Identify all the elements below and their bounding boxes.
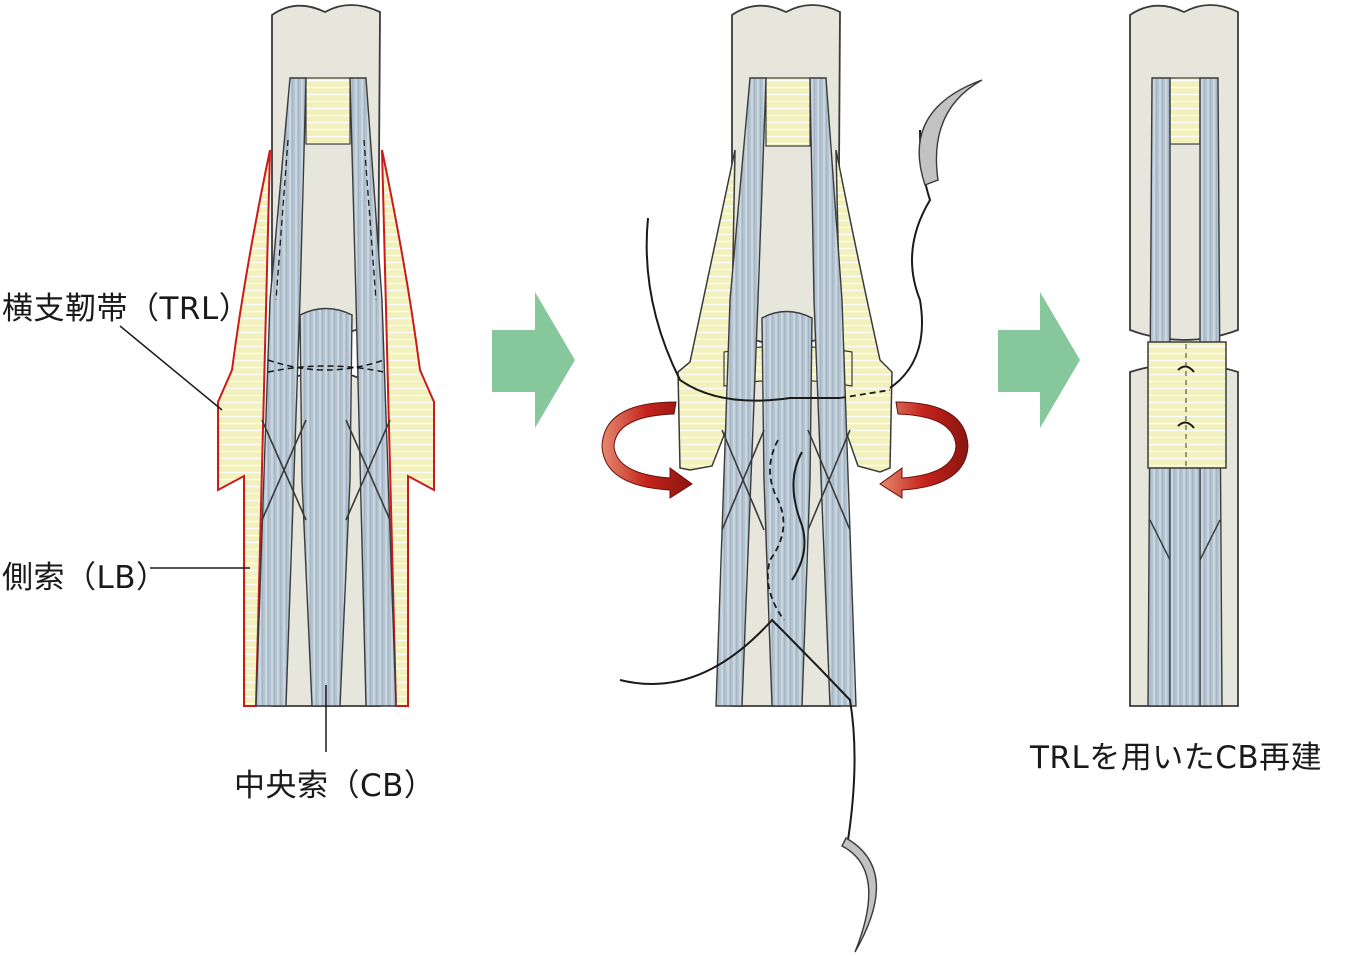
lateral-band-right — [349, 77, 397, 707]
lateral-band-right — [809, 77, 857, 707]
trl-flap-right — [835, 149, 893, 473]
distal-phalanx-bone — [1129, 4, 1239, 341]
lateral-band-left — [715, 77, 767, 707]
reconstructed-trl-graft — [1147, 341, 1227, 469]
joint-line-dashed — [267, 359, 385, 373]
panel-before-repair — [119, 4, 435, 752]
lateral-band-left — [255, 77, 307, 707]
progress-arrow-2 — [998, 292, 1080, 428]
suture-knot-lower — [1177, 421, 1195, 429]
crossing-fibers-left — [261, 419, 307, 521]
suture-lower-strand — [619, 618, 856, 841]
terminal-tendon-insertion — [305, 77, 351, 145]
terminal-tendon-insertion — [1169, 77, 1201, 145]
leader-line-trl — [119, 325, 223, 411]
label-lb: 側索（LB） — [2, 560, 168, 596]
label-trl: 横支靭帯（TRL） — [2, 291, 251, 327]
suture-dashed-right — [839, 389, 891, 399]
label-cb: 中央索（CB） — [234, 768, 436, 804]
progress-arrow-1 — [492, 292, 575, 428]
terminal-tendon-insertion — [765, 77, 811, 147]
crossing-fibers — [721, 429, 851, 531]
caption-cb-reconstruction: TRLを用いたCB再建 — [1030, 740, 1323, 776]
crossing-fibers-right — [345, 419, 391, 521]
transverse-retinacular-ligament-left — [217, 149, 271, 707]
rotation-arrow-right — [879, 401, 969, 499]
suture-mid-weave — [791, 451, 806, 581]
panel-suturing — [601, 4, 983, 953]
surgical-needle-top — [918, 79, 983, 186]
trl-flap-left — [677, 149, 736, 471]
suture-dashed-weave — [767, 439, 785, 621]
transverse-retinacular-ligament-right — [381, 149, 435, 707]
band-margin-dashed — [275, 139, 377, 301]
central-slip — [761, 310, 813, 707]
suture-left-strand — [645, 217, 840, 402]
surgical-needle-bottom — [841, 837, 878, 953]
panel-after-reconstruction — [1129, 4, 1239, 707]
central-slip — [1169, 459, 1201, 707]
rotation-arrow-left — [601, 401, 693, 499]
crossing-fibers — [1149, 519, 1221, 561]
